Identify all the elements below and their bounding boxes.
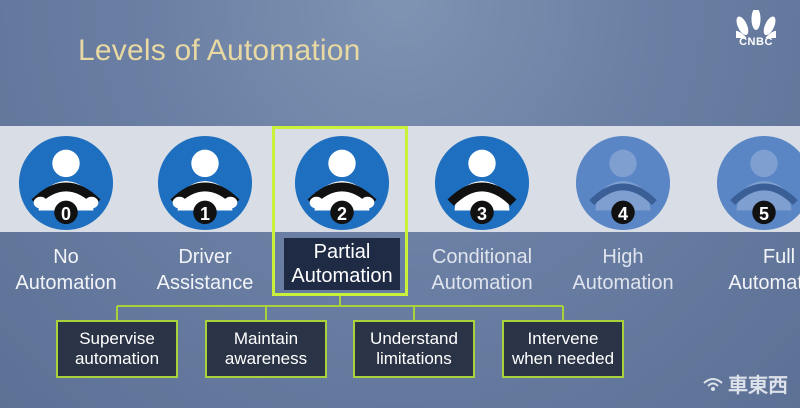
peacock-icon [736,10,776,38]
driver-avatar-faded-icon [716,135,800,231]
driver-avatar-icon [434,135,530,231]
slide-title: Levels of Automation [78,34,361,67]
level-number: 3 [476,204,487,224]
driver-avatar-icon [157,135,253,231]
level-number: 5 [758,204,769,224]
level-5: 5 FullAutomation [694,126,800,306]
logo-text: CNBC [739,36,773,48]
level-number: 1 [199,204,210,224]
level-number: 2 [336,204,347,224]
watermark: 車東西 [702,369,788,398]
level-number: 4 [617,204,628,224]
driver-avatar-faded-icon [575,135,671,231]
cnbc-logo: CNBC [726,10,786,56]
driver-avatar-icon [294,135,390,231]
level-label: FullAutomation [728,246,800,294]
active-level-highlight [272,126,408,296]
wifi-icon [703,377,723,391]
driver-avatar-icon [18,135,114,231]
level-number: 0 [60,204,71,224]
